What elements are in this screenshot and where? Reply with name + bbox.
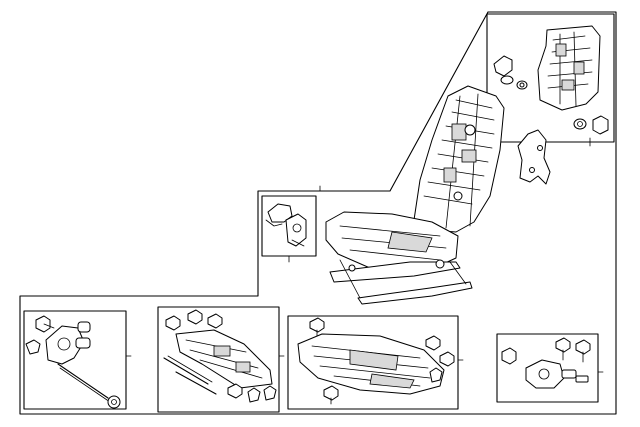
side-bracket xyxy=(517,129,551,185)
seat-cushion-pan-box xyxy=(287,315,464,410)
adjuster-motor-box xyxy=(23,310,132,410)
seat-frame-assembly xyxy=(325,85,505,305)
seat-track-box xyxy=(157,306,285,413)
actuator-detail-box xyxy=(496,333,604,403)
motor-detail-box xyxy=(261,185,321,263)
main-assembly-boundary xyxy=(19,11,617,415)
seatback-panel-detail-box xyxy=(486,13,615,147)
